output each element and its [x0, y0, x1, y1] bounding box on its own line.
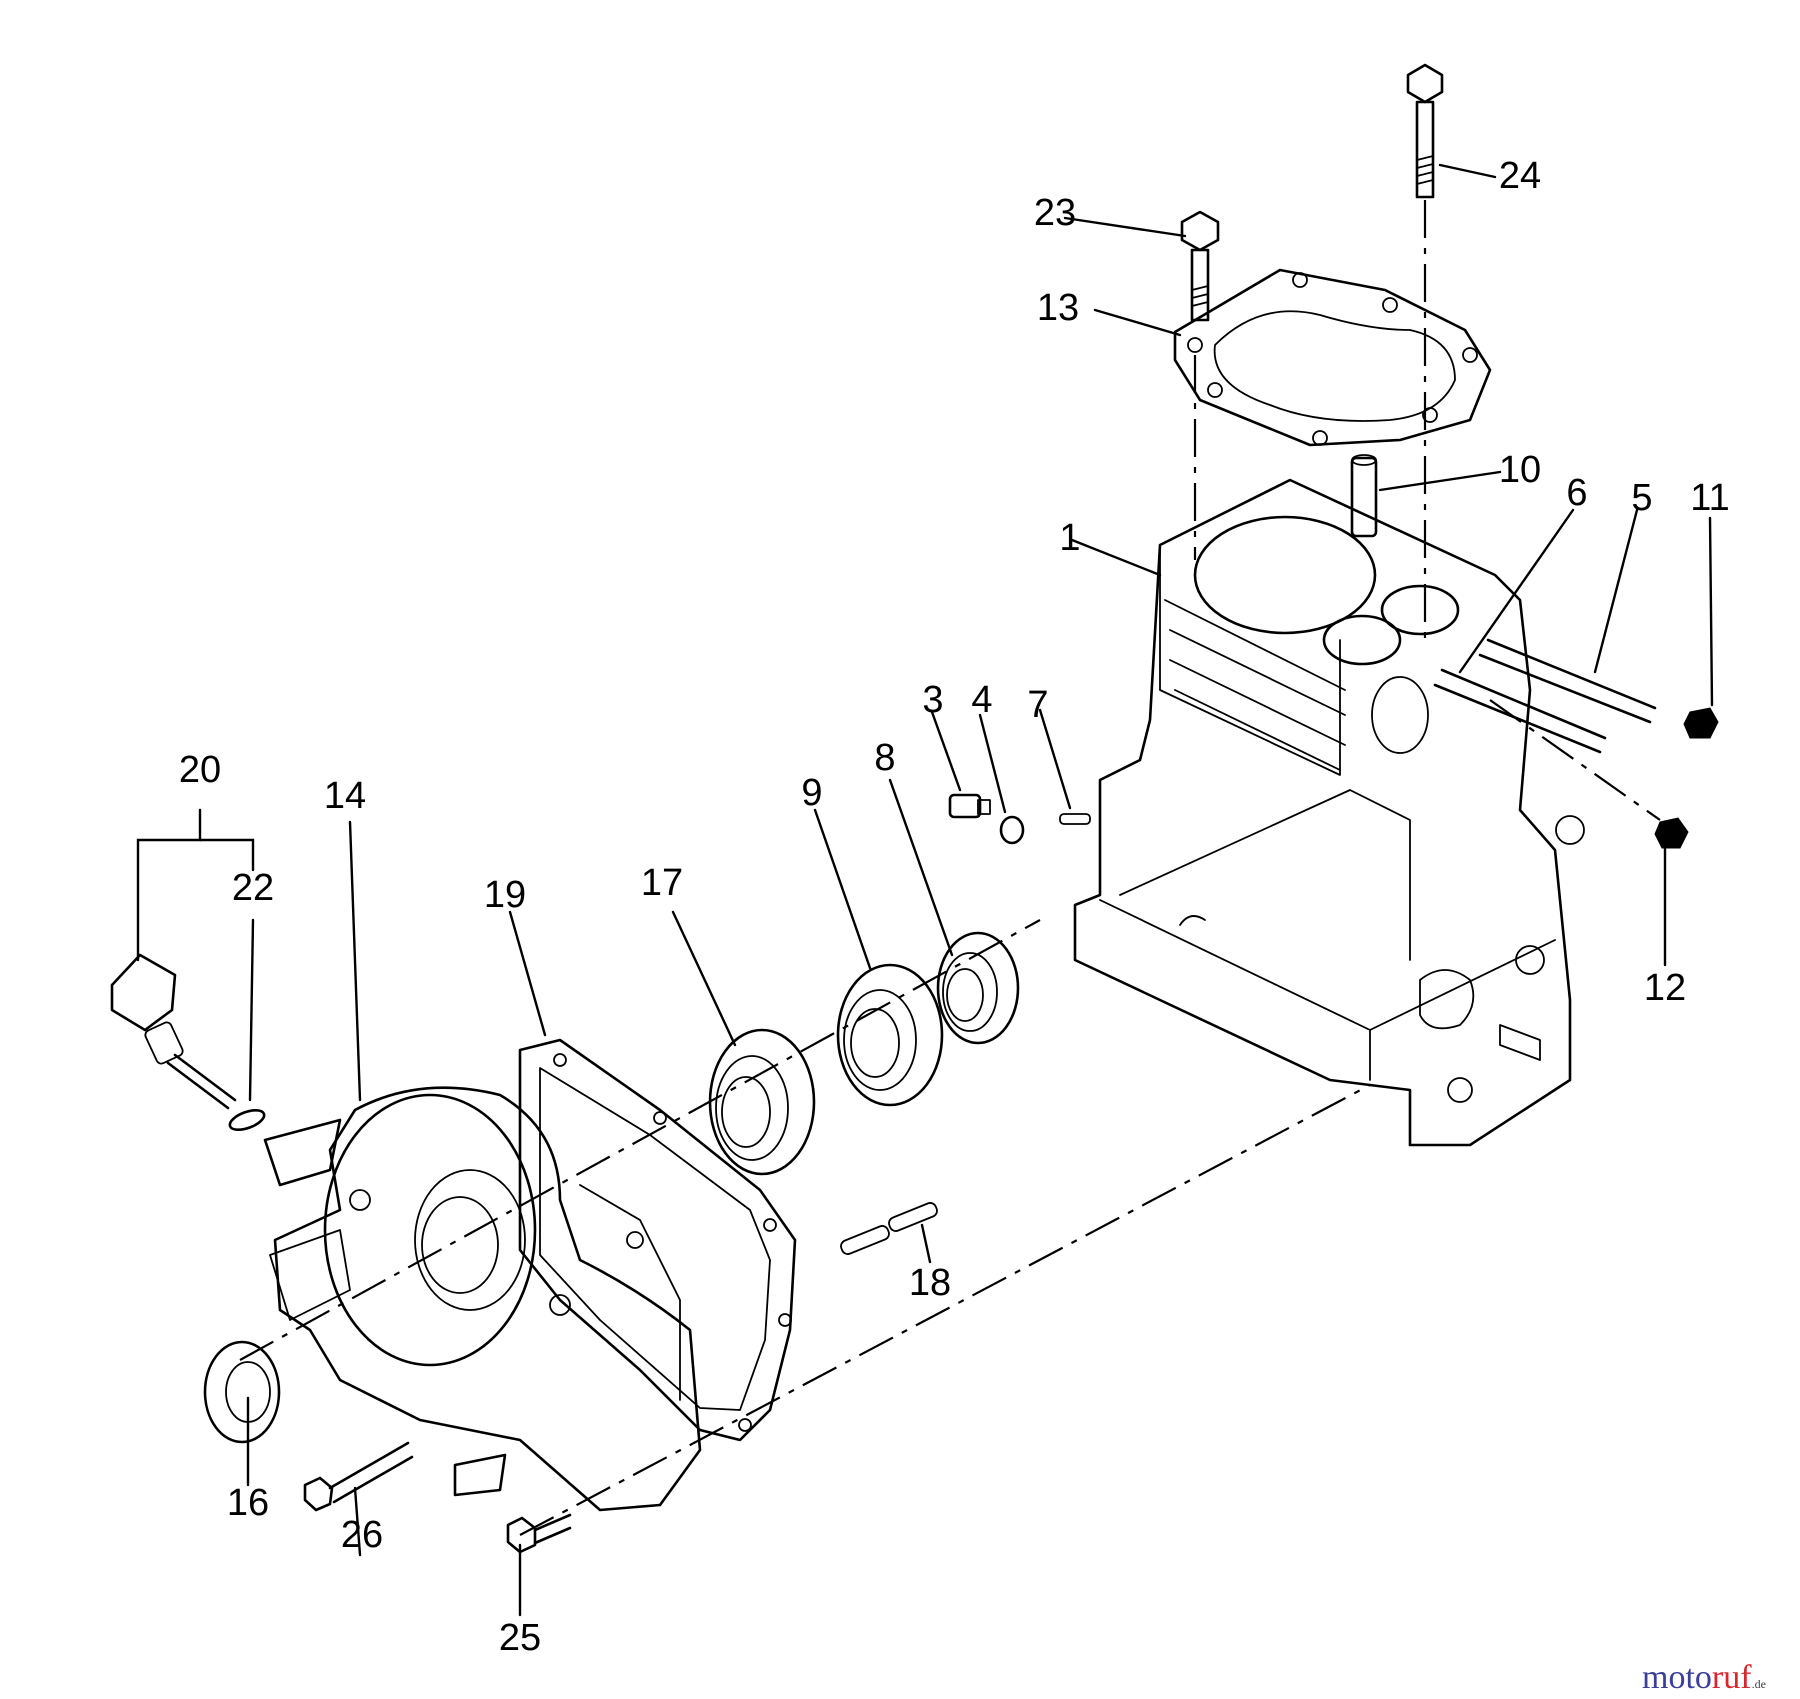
- callout-24: 24: [1499, 155, 1541, 197]
- dowel-pin: [1059, 813, 1091, 825]
- callout-1: 1: [1059, 517, 1080, 559]
- ball-bearing-cover: [708, 1028, 816, 1176]
- callout-10: 10: [1499, 449, 1541, 491]
- plug-washer: [999, 815, 1025, 845]
- callout-labels: 1 3 4 5 6 7 8 9 10 11 12 13 14 16 17 18 …: [179, 155, 1730, 1659]
- stud-short: [1433, 668, 1607, 754]
- bolt-axis-lower: [519, 1084, 1371, 1536]
- callout-20: 20: [179, 749, 221, 791]
- callout-19: 19: [484, 874, 526, 916]
- oil-seal: [203, 1340, 281, 1444]
- cover-gasket: [518, 1038, 797, 1442]
- callout-7: 7: [1027, 684, 1048, 726]
- callout-8: 8: [874, 737, 895, 779]
- callout-18: 18: [909, 1262, 951, 1304]
- dowel-sleeve: [1350, 454, 1378, 538]
- callout-3: 3: [922, 679, 943, 721]
- oil-dipstick-cap: [110, 953, 237, 1110]
- main-bearing-large: [836, 963, 944, 1107]
- callout-26: 26: [341, 1514, 383, 1556]
- hex-nut-lower: [1654, 817, 1689, 849]
- crankshaft-axis: [239, 919, 1041, 1361]
- leader-lines: [136, 163, 1714, 1617]
- head-bolt-short: [1180, 210, 1220, 322]
- head-bolt-long: [1406, 63, 1444, 199]
- hex-nut-upper: [1683, 707, 1719, 739]
- cover-bolt-lower: [506, 1513, 572, 1554]
- watermark-part2: ruf: [1712, 1659, 1752, 1696]
- head-gasket: [1173, 268, 1492, 447]
- cylinder-block: [1073, 478, 1585, 1147]
- callout-25: 25: [499, 1617, 541, 1659]
- locating-pins: [840, 1202, 938, 1255]
- main-bearing-small: [936, 931, 1020, 1045]
- cover-bolt-long: [303, 1441, 414, 1512]
- callout-22: 22: [232, 867, 274, 909]
- site-watermark: motoruf.de: [1642, 1659, 1766, 1696]
- callout-13: 13: [1037, 287, 1079, 329]
- callout-5: 5: [1631, 477, 1652, 519]
- callout-23: 23: [1034, 192, 1076, 234]
- callout-9: 9: [801, 772, 822, 814]
- callout-6: 6: [1566, 472, 1587, 514]
- drain-plug: [948, 793, 991, 819]
- callout-11: 11: [1690, 477, 1729, 519]
- watermark-tld: .de: [1752, 1677, 1766, 1691]
- assembly-axis-lines: [239, 200, 1661, 1536]
- callout-4: 4: [971, 679, 992, 721]
- main-bearing-cover: [263, 1086, 702, 1512]
- watermark-part1: moto: [1642, 1659, 1712, 1696]
- callout-12: 12: [1644, 967, 1686, 1009]
- stud-long: [1478, 638, 1657, 724]
- callout-16: 16: [227, 1482, 269, 1524]
- dipstick-o-ring: [228, 1108, 266, 1132]
- svg-text:motoruf.de: motoruf.de: [1642, 1659, 1766, 1696]
- callout-17: 17: [641, 862, 683, 904]
- callout-14: 14: [324, 775, 366, 817]
